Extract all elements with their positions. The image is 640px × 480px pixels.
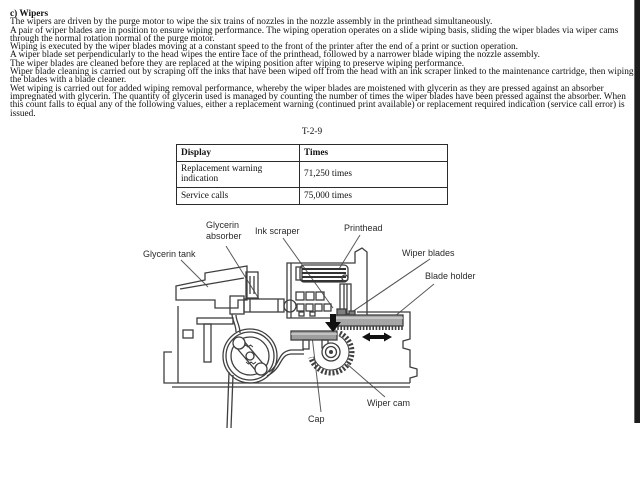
cell-times: 75,000 times xyxy=(299,187,448,205)
cell-times: 71,250 times xyxy=(299,161,448,188)
table-caption: T-2-9 xyxy=(301,127,323,137)
table-row: Service calls 75,000 times xyxy=(176,187,448,205)
paragraph: A pair of wiper blades are in position t… xyxy=(10,25,619,44)
ink-tubes xyxy=(226,313,304,429)
wiper-blade-shape xyxy=(336,308,347,316)
paragraph: Wiping is executed by the wiper blades m… xyxy=(10,42,518,53)
wiper-blade-shape xyxy=(348,310,356,316)
paragraph: A wiper blade set perpendicularly to the… xyxy=(10,50,540,61)
paragraph: Wiper blade cleaning is carried out by s… xyxy=(10,67,634,86)
glycerin-absorber-assembly xyxy=(229,271,297,315)
diagram-label-glycerin-absorber: Glycerin absorber xyxy=(206,220,242,241)
diagram-label-ink-scraper: Ink scraper xyxy=(255,226,300,236)
purge-pump-shape xyxy=(222,328,278,384)
printhead-shape xyxy=(286,247,368,319)
wiper-cam-gear xyxy=(308,330,355,376)
scan-edge-bar xyxy=(634,0,640,423)
slide-double-arrow-icon xyxy=(362,332,392,342)
diagram-label-cap: Cap xyxy=(308,414,325,424)
diagram-label-printhead: Printhead xyxy=(344,223,383,233)
diagram-label-wiper-blades: Wiper blades xyxy=(402,248,455,258)
down-arrow-icon xyxy=(325,314,341,332)
table-row: Replacement warning indication 71,250 ti… xyxy=(176,161,448,188)
section-text: c) Wipers The wipers are driven by the p… xyxy=(10,9,634,119)
paragraph: The wipers are driven by the purge motor… xyxy=(10,17,493,28)
frame-base xyxy=(163,306,418,388)
section-heading: c) Wipers xyxy=(10,9,49,19)
diagram-label-glycerin-tank: Glycerin tank xyxy=(143,249,196,259)
glycerin-tank-shape xyxy=(175,265,248,363)
cell-display: Replacement warning indication xyxy=(176,161,300,188)
wiper-replacement-table: Display Times Replacement warning indica… xyxy=(176,144,448,205)
diagram-label-wiper-cam: Wiper cam xyxy=(367,398,411,408)
paragraph: The wiper blades are cleaned before they… xyxy=(10,58,465,69)
diagram-label-blade-holder: Blade holder xyxy=(425,271,476,281)
paragraph: Wet wiping is carried out for added wipi… xyxy=(10,83,626,119)
